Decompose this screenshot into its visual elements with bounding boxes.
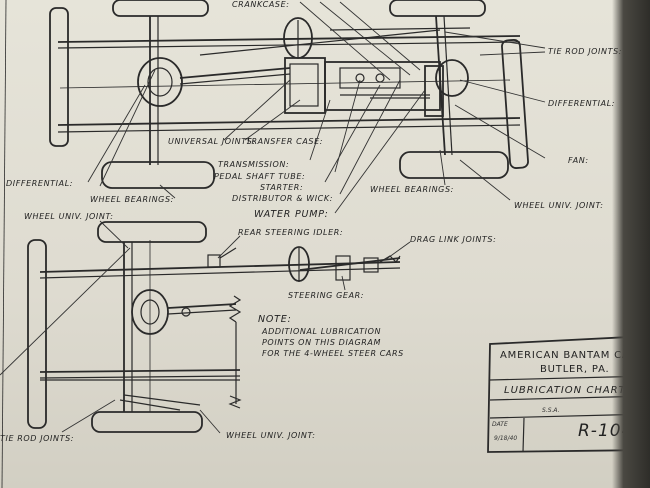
top-upper-right-wheel bbox=[389, 0, 486, 17]
top-lower-right-wheel bbox=[399, 151, 509, 179]
label-wheel-univ-joint-bottom: WHEEL UNIV. JOINT: bbox=[226, 431, 316, 440]
note-heading: NOTE: bbox=[258, 314, 292, 325]
label-differential-right: DIFFERENTIAL: bbox=[548, 99, 615, 108]
label-wheel-bearings-left: WHEEL BEARINGS: bbox=[90, 195, 174, 204]
company-city: BUTLER, PA. bbox=[540, 364, 610, 375]
label-transfer-case: TRANSFER CASE: bbox=[246, 137, 323, 146]
chart-title: LUBRICATION CHART bbox=[504, 385, 626, 396]
top-right-wheel bbox=[501, 39, 529, 169]
bottom-upper-wheel bbox=[97, 221, 207, 243]
label-distributor-wick: DISTRIBUTOR & WICK: bbox=[232, 194, 333, 203]
engine-block bbox=[324, 61, 441, 111]
label-rear-steering-idler: REAR STEERING IDLER: bbox=[238, 228, 343, 237]
sheet-border-left bbox=[1, 0, 7, 488]
label-wheel-bearings-right: WHEEL BEARINGS: bbox=[370, 185, 454, 194]
bottom-left-wheel bbox=[27, 239, 47, 429]
bottom-chassis-drawing bbox=[27, 221, 401, 433]
label-drag-link-joints: DRAG LINK JOINTS: bbox=[410, 235, 496, 244]
date-value: 9/18/40 bbox=[494, 435, 517, 442]
frame-rail-top-1 bbox=[57, 35, 521, 43]
label-wheel-univ-joint-top: WHEEL UNIV. JOINT: bbox=[24, 212, 114, 221]
label-pedal-shaft-tube: PEDAL SHAFT TUBE: bbox=[214, 172, 305, 181]
rear-differential-housing bbox=[137, 57, 183, 107]
top-leader-lines bbox=[87, 1, 546, 214]
date-label: DATE bbox=[492, 421, 508, 428]
label-crankcase: CRANKCASE: bbox=[232, 0, 290, 9]
label-universal-joints: UNIVERSAL JOINTS: bbox=[168, 137, 256, 146]
label-water-pump: WATER PUMP: bbox=[254, 209, 329, 220]
radiator bbox=[424, 65, 444, 117]
transmission-block bbox=[284, 57, 326, 114]
label-fan: FAN: bbox=[568, 156, 589, 165]
top-lower-left-wheel bbox=[101, 161, 215, 189]
top-chassis-drawing bbox=[49, 0, 529, 189]
company-name: AMERICAN BANTAM CAR C bbox=[500, 350, 649, 361]
label-differential-left: DIFFERENTIAL: bbox=[6, 179, 73, 188]
label-steering-gear: STEERING GEAR: bbox=[288, 291, 364, 300]
top-left-wheel bbox=[49, 7, 69, 147]
drawn-by: S.S.A. bbox=[542, 407, 560, 414]
shadow-edge bbox=[612, 0, 650, 488]
note-line-1: ADDITIONAL LUBRICATION bbox=[261, 327, 381, 336]
bottom-labels: WHEEL UNIV. JOINT: REAR STEERING IDLER: … bbox=[0, 212, 496, 443]
label-tie-rod-joints-bottom: TIE ROD JOINTS: bbox=[0, 434, 74, 443]
bottom-lower-wheel bbox=[91, 411, 203, 433]
bottom-leader-lines bbox=[0, 220, 411, 434]
top-labels: CRANKCASE: TIE ROD JOINTS: DIFFERENTIAL:… bbox=[6, 0, 622, 220]
note-line-2: POINTS ON THIS DIAGRAM bbox=[262, 338, 381, 347]
label-tie-rod-joints-top: TIE ROD JOINTS: bbox=[548, 47, 622, 56]
top-upper-left-wheel bbox=[112, 0, 209, 17]
label-wheel-univ-joint-right: WHEEL UNIV. JOINT: bbox=[514, 201, 604, 210]
note-block: NOTE: ADDITIONAL LUBRICATION POINTS ON T… bbox=[258, 314, 404, 358]
label-starter: STARTER: bbox=[260, 183, 303, 192]
label-transmission: TRANSMISSION: bbox=[218, 160, 289, 169]
note-line-3: FOR THE 4-WHEEL STEER CARS bbox=[262, 349, 404, 358]
